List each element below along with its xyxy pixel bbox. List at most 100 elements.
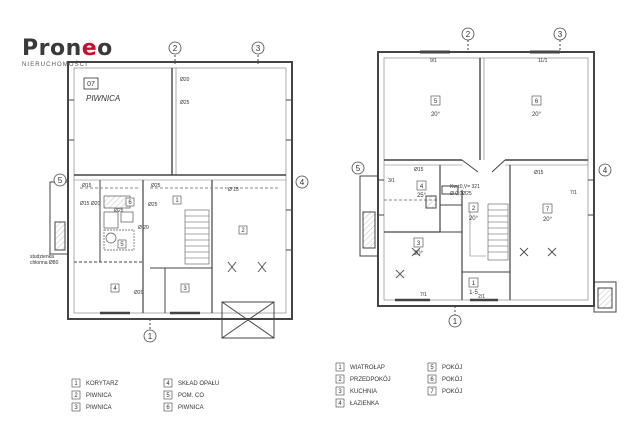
legend-number: 5 [430,365,434,371]
window-label: 3/1 [388,178,395,184]
room-number: 6 [535,99,539,105]
legend-number: 3 [74,405,78,411]
legend-number-box [163,402,173,412]
axis-label: 3 [558,30,563,39]
window-label: 2/1 [478,294,485,300]
legend-label: ŁAZIENKA [350,401,379,407]
legend-number: 5 [166,393,170,399]
dim-label: Ø 15 [228,187,239,193]
legend-number: 7 [430,389,434,395]
legend-number-box [71,390,81,400]
legend-label: POKÓJ [442,388,462,395]
legend-number: 6 [166,405,170,411]
legend-label: PIWNICA [178,405,204,411]
axis-label: 4 [603,166,608,175]
legend-label: KUCHNIA [350,389,377,395]
dim-label: Ø15 [534,170,544,176]
legend-item: 4 SKŁAD OPAŁU [163,378,219,388]
room-area: 1·5 [469,290,478,296]
room-number: 3 [417,241,421,247]
room-area: 20° [469,216,479,222]
legend-label: POKÓJ [442,364,462,371]
ground-axis-markers: 2 3 1 5 4 [351,27,612,328]
room-number: 2 [241,228,245,234]
ground-window-labels: 9/1 11/1 3/1 7/1 7/1 2/1 Ø15 Ø15 Kw±0,V=… [388,58,577,300]
room-number: 2 [472,206,476,212]
legend-item: 1 KORYTARZ [71,378,118,388]
legend-number-box [335,398,345,408]
legend-label: PRZEDPOKÓJ [350,376,391,383]
legend-number: 6 [430,377,434,383]
axis-label: 5 [356,164,361,173]
svg-text:studzienka: studzienka [30,254,54,260]
legend-label: KORYTARZ [86,381,118,387]
room-number: 6 [128,200,132,206]
dim-label: Ø15 [82,183,92,189]
basement-room-labels: 1 2 3 4 5 6 [110,195,248,293]
dim-label: Ø20 [134,290,144,296]
basement-plan [49,55,293,339]
dim-label: Ø25 [148,202,158,208]
room-number: 5 [434,99,438,105]
dim-label: Ø20 [180,77,190,83]
legend-item: 2 PRZEDPOKÓJ [335,374,391,384]
ground-room-labels: 5 20° 6 20° 4 25° 2 20° 7 20° 3 20° 1 1·… [413,95,553,296]
proneo-logo: Proneo NIERUCHOMOŚCI [22,38,113,69]
legend-label: WIATROŁAP [350,365,385,371]
axis-label: 2 [466,30,471,39]
legend-number: 1 [74,381,78,387]
window-label: 11/1 [538,58,548,64]
legend-label: POKÓJ [442,376,462,383]
legend-label: POM. CO [178,393,204,399]
legend-number: 4 [338,401,342,407]
window-label: 9/1 [430,58,437,64]
annotation: Kw±0,V= 321 [450,184,480,190]
logo-subtitle: NIERUCHOMOŚCI [22,62,88,68]
legend-number-box [163,378,173,388]
dim-label: Ø 20 [138,225,149,231]
legend-number-box [427,362,437,372]
dim-label: Ø25 [114,208,124,214]
legend-label: SKŁAD OPAŁU [178,381,219,387]
basement-dimensions: Ø15 Ø25 Ø 15 Ø25 Ø20 Ø25 Ø 20 Ø20 Ø15 Ø2… [80,77,239,296]
room-area: 20° [543,217,553,223]
legend-number: 2 [338,377,342,383]
basement-note: 07 PIWNICA [83,77,120,103]
window-label: 7/1 [420,292,427,298]
legend-number: 2 [74,393,78,399]
annotation: Ø 0,0Ø25 [450,191,472,197]
legend-number-box [163,390,173,400]
room-number: 3 [183,286,187,292]
legend-item: 3 PIWNICA [71,402,112,412]
axis-label: 1 [148,332,153,341]
room-area: 25° [417,193,427,199]
legend-item: 4 ŁAZIENKA [335,398,379,408]
legend-label: PIWNICA [86,405,112,411]
room-area: 20° [414,251,424,257]
room-number: 1 [175,198,179,204]
legend-number-box [335,386,345,396]
room-number: 7 [546,207,550,213]
dim-label: Ø15 [414,167,424,173]
legend-number: 3 [338,389,342,395]
dim-label: Ø25 [180,100,190,106]
legend-number-box [71,378,81,388]
legend-item: 7 POKÓJ [427,386,462,396]
legend-item: 6 PIWNICA [163,402,204,412]
room-area: 20° [532,112,542,118]
legend-number-box [427,386,437,396]
axis-label: 2 [173,44,178,53]
svg-text:chłonna Ø80: chłonna Ø80 [30,260,59,266]
legend-number-box [427,374,437,384]
legend-number: 4 [166,381,170,387]
window-label: 7/1 [570,190,577,196]
boiler-equipment [103,195,135,251]
note-text: PIWNICA [86,94,120,103]
ground-stairs [469,203,509,261]
legend-item: 5 POKÓJ [427,362,462,372]
